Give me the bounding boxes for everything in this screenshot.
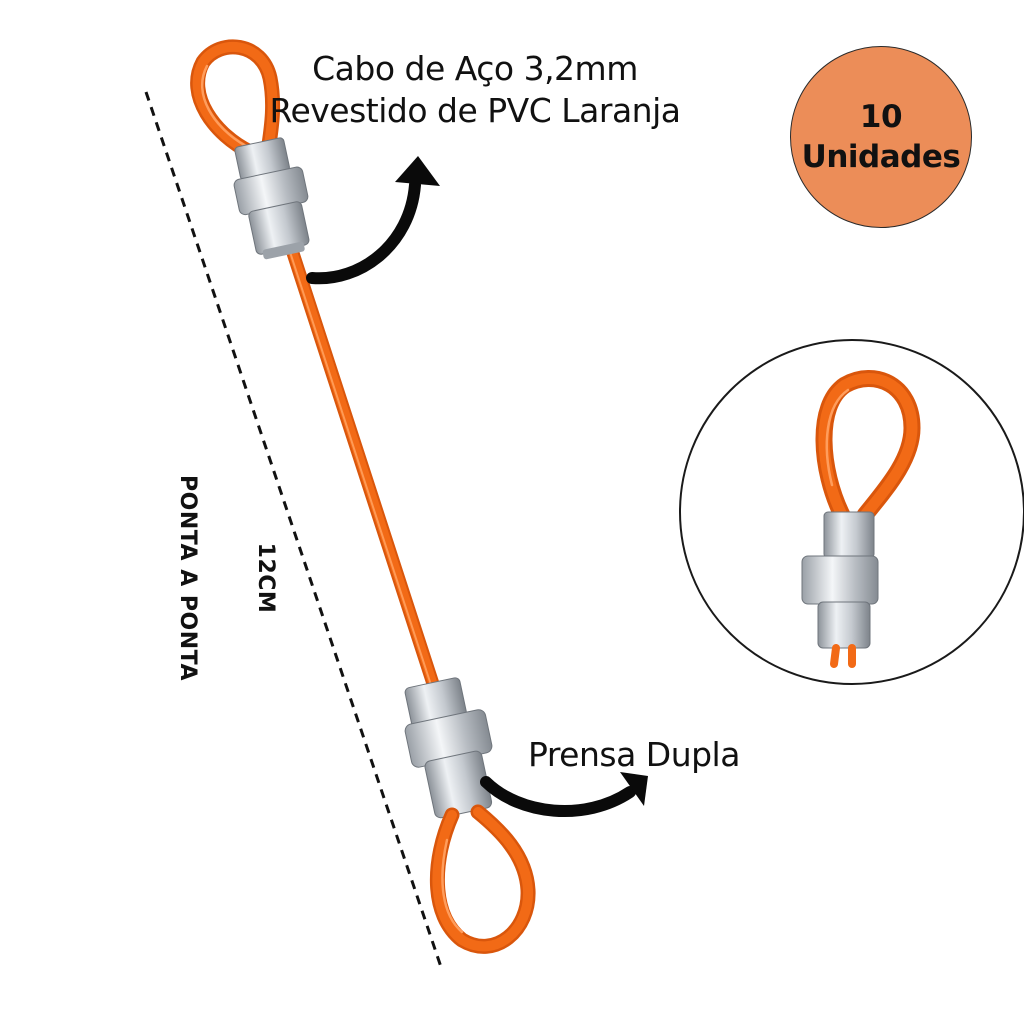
measurement-description: PONTA A PONTA: [175, 475, 200, 681]
measurement-dashed-line: [144, 91, 444, 971]
crimp-label: Prensa Dupla: [528, 735, 740, 774]
quantity-badge: 10 Unidades: [790, 46, 972, 228]
crimp-arrow-icon: [480, 772, 648, 817]
product-description-line2: Revestido de PVC Laranja: [269, 91, 681, 130]
product-description: Cabo de Aço 3,2mm Revestido de PVC Laran…: [240, 48, 710, 132]
quantity-number: 10: [859, 99, 903, 135]
bottom-crimp-sleeve: [404, 677, 493, 819]
product-description-line1: Cabo de Aço 3,2mm: [312, 49, 638, 88]
steel-cable: [285, 243, 442, 697]
loop-detail-inset: [679, 339, 1024, 685]
title-arrow-icon: [306, 156, 440, 285]
bottom-cable-loop: [429, 804, 536, 954]
measurement-length: 12CM: [253, 542, 278, 614]
top-cable-loop: [190, 39, 281, 160]
top-crimp-sleeve: [233, 137, 310, 260]
quantity-unit: Unidades: [801, 139, 961, 175]
